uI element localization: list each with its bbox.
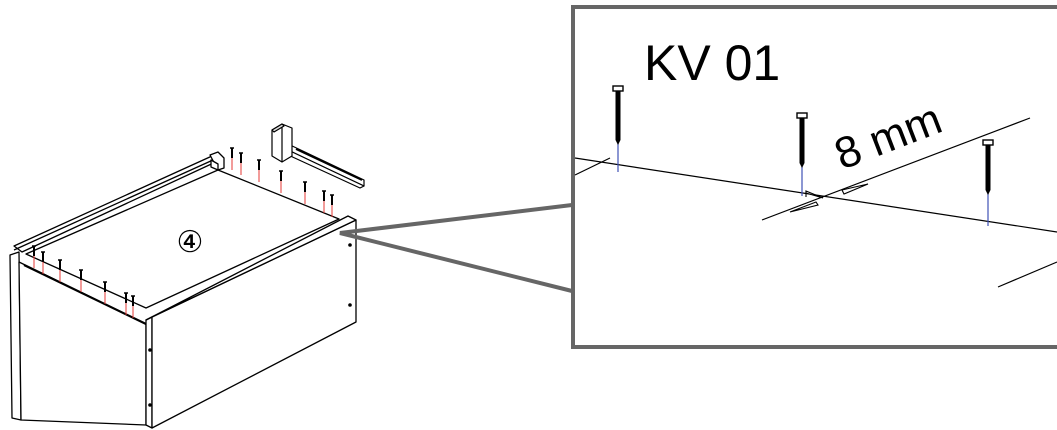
- bracket: [210, 159, 219, 171]
- nail-icon: [124, 292, 128, 315]
- right-end-front-edge: [145, 316, 153, 429]
- nail-icon: [612, 85, 624, 172]
- nail-icon: [239, 152, 243, 175]
- nail-icon: [982, 139, 994, 226]
- nail-icon: [303, 181, 307, 204]
- nail-icon: [330, 194, 334, 217]
- nails-back-row: [230, 147, 334, 217]
- detail-nails: [612, 85, 994, 226]
- nail-icon: [279, 170, 283, 193]
- cam-holes: [148, 243, 352, 407]
- callout-connector: [339, 203, 573, 293]
- nail-icon: [32, 245, 36, 268]
- nails-front-row: [32, 245, 135, 318]
- step-marker: ④: [177, 226, 204, 259]
- dimension-arrows: [789, 183, 869, 213]
- nail-icon: [322, 190, 326, 213]
- nail-icon: [131, 295, 135, 318]
- nail-icon: [257, 159, 261, 182]
- hammer-icon: [271, 123, 365, 189]
- nail-icon: [796, 112, 808, 196]
- nail-icon: [58, 259, 62, 282]
- nail-icon: [230, 147, 234, 170]
- nail-icon: [79, 269, 83, 292]
- detail-panel: KV 01 8 mm: [571, 5, 1057, 349]
- drawer-box: [9, 151, 357, 429]
- part-code: KV 01: [644, 35, 780, 91]
- right-end-top-edge: [145, 215, 357, 321]
- step-number: ④: [177, 226, 204, 259]
- nail-icon: [103, 281, 107, 304]
- detail-frame: [571, 5, 1057, 349]
- nail-icon: [41, 251, 45, 274]
